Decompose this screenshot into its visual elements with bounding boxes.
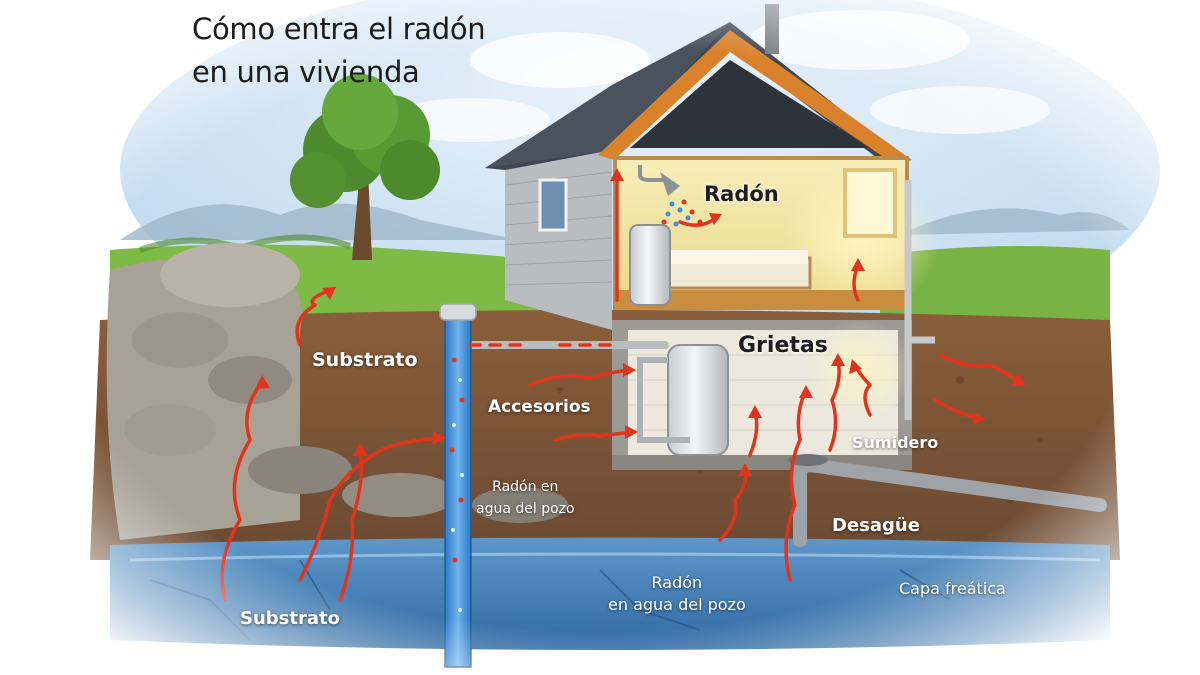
title-line-1: Cómo entra el radón (192, 12, 486, 46)
label-radon-agua: Radón en agua del pozo (608, 572, 746, 616)
label-substrato-lower: Substrato (240, 608, 340, 629)
label-radon-agua-line-2: en agua del pozo (608, 595, 746, 614)
label-radon-agua-line-1: Radón (651, 573, 703, 592)
label-grietas: Grietas (738, 333, 828, 358)
label-sumidero: Sumidero (852, 433, 939, 452)
label-substrato-upper: Substrato (312, 349, 418, 371)
label-desague: Desagüe (832, 515, 920, 536)
label-radon-pozo-line-1: Radón en (492, 479, 559, 495)
label-radon-pozo: Radón en agua del pozo (476, 476, 575, 520)
label-radon-room: Radón (704, 182, 779, 206)
page-title: Cómo entra el radón en una vivienda (192, 8, 486, 94)
title-line-2: en una vivienda (192, 55, 420, 89)
label-capa-freatica: Capa freática (899, 579, 1006, 598)
label-radon-pozo-line-2: agua del pozo (476, 501, 575, 517)
label-accesorios: Accesorios (488, 397, 591, 417)
